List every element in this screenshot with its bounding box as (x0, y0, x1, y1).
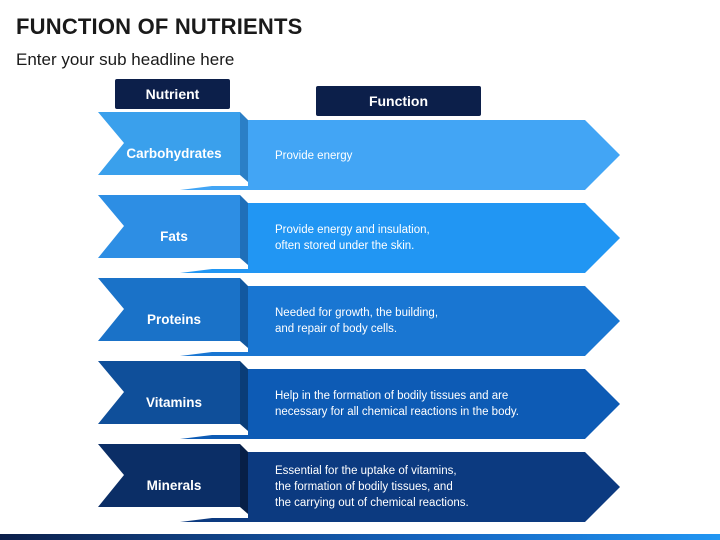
ribbon-fold (240, 278, 248, 348)
function-description: Needed for growth, the building, and rep… (275, 307, 439, 335)
page-subtitle: Enter your sub headline here (16, 50, 235, 69)
row-shape (98, 361, 620, 439)
nutrient-label: Fats (160, 229, 188, 244)
nutrient-column-header: Nutrient (115, 79, 230, 109)
function-description: Provide energy (275, 150, 353, 162)
function-arrow (180, 120, 620, 190)
vegetables-icon (2, 448, 28, 466)
nutrient-ribbon (98, 112, 240, 175)
row-shape (98, 112, 620, 190)
function-arrow (180, 203, 620, 273)
nutrient-ribbon (98, 361, 240, 424)
wheat-icon (4, 113, 24, 135)
row-shape (98, 444, 620, 522)
function-column-header: Function (316, 86, 481, 116)
row-shape (98, 278, 620, 356)
nutrient-ribbon (98, 278, 240, 341)
nutrient-label: Proteins (146, 312, 201, 327)
ribbon-fold (240, 112, 248, 182)
ribbon-fold (240, 361, 248, 431)
page-title: FUNCTION OF NUTRIENTS (16, 14, 303, 39)
nutrient-row-minerals: Minerals Essential for the uptake of vit… (0, 444, 720, 524)
function-description: Provide energy and insulation, often sto… (275, 224, 430, 252)
fast-food-icon (3, 195, 21, 216)
nutrient-ribbon (98, 444, 240, 507)
nutrient-ribbon (98, 195, 240, 258)
ribbon-fold (240, 444, 248, 514)
function-description: Help in the formation of bodily tissues … (275, 390, 519, 418)
function-description: Essential for the uptake of vitamins, th… (275, 465, 469, 509)
nutrient-label: Carbohydrates (126, 146, 222, 161)
protein-food-icon (4, 280, 26, 299)
row-shape (98, 195, 620, 273)
ribbon-fold (240, 195, 248, 265)
nutrient-row-fats: Fats Provide energy and insulation, ofte… (0, 195, 720, 275)
footer-bar (0, 534, 720, 540)
nutrient-row-vitamins: Vitamins Help in the formation of bodily… (0, 361, 720, 441)
nutrient-row-proteins: Proteins Needed for growth, the building… (0, 278, 720, 358)
nutrient-label: Vitamins (145, 395, 203, 410)
function-arrow (180, 286, 620, 356)
fruits-icon (2, 364, 24, 385)
nutrient-row-carbohydrates: Carbohydrates Provide energy (0, 112, 720, 192)
function-arrow (180, 369, 620, 439)
function-arrow (180, 452, 620, 522)
nutrient-label: Minerals (146, 478, 202, 493)
